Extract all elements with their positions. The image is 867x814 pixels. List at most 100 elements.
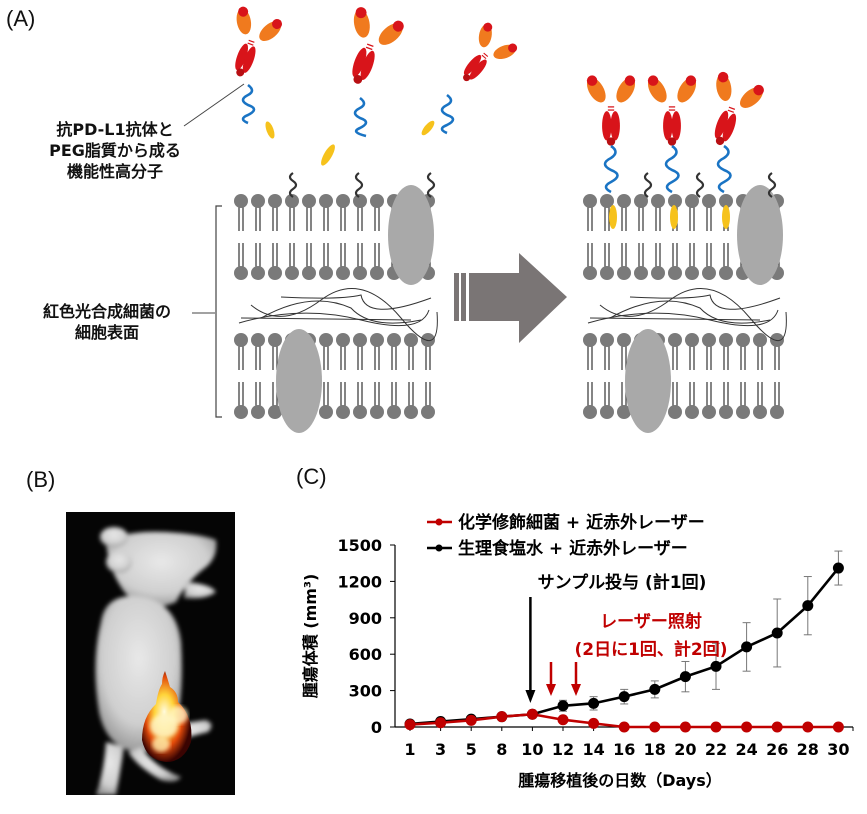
membrane-bracket bbox=[215, 205, 222, 418]
peptidoglycan-strand bbox=[629, 294, 781, 310]
lipid-head bbox=[583, 194, 597, 208]
lipid-head bbox=[370, 266, 384, 280]
lipid-head bbox=[302, 266, 316, 280]
lipid-head bbox=[234, 194, 248, 208]
x-tick-label: 10 bbox=[521, 740, 543, 759]
peg-chain bbox=[241, 83, 256, 125]
molecule-label-line: 抗PD-L1抗体と bbox=[56, 120, 174, 139]
lipid-head bbox=[285, 266, 299, 280]
injection-arrowhead bbox=[525, 690, 536, 703]
x-tick-label: 30 bbox=[827, 740, 849, 759]
data-point-series-1 bbox=[741, 641, 753, 653]
peptidoglycan-strand bbox=[280, 294, 432, 310]
lipid-head bbox=[251, 266, 265, 280]
lipid-head bbox=[600, 266, 614, 280]
surface-molecule bbox=[767, 172, 777, 198]
y-tick-label: 300 bbox=[349, 682, 382, 701]
lipid-head bbox=[668, 333, 682, 347]
peptidoglycan-strand bbox=[609, 300, 771, 324]
surface-molecule bbox=[695, 172, 705, 198]
x-tick-label: 14 bbox=[582, 740, 604, 759]
lipid-head bbox=[234, 333, 248, 347]
lipid-head bbox=[770, 405, 784, 419]
lipid-head bbox=[668, 194, 682, 208]
data-point-series-1 bbox=[771, 627, 783, 639]
data-point-series-1 bbox=[618, 691, 630, 703]
x-tick-label: 28 bbox=[797, 740, 819, 759]
lipid-head bbox=[353, 194, 367, 208]
lipid-head bbox=[583, 405, 597, 419]
lipid-head bbox=[719, 333, 733, 347]
lipid-head bbox=[234, 405, 248, 419]
surface-molecule bbox=[354, 172, 364, 198]
data-point-series-1 bbox=[526, 708, 538, 720]
lipid-head bbox=[702, 333, 716, 347]
mouse-image bbox=[95, 527, 217, 795]
lipid-head bbox=[651, 194, 665, 208]
data-point-series-1 bbox=[802, 600, 814, 612]
sample-injection-label: サンプル投与 (計1回) bbox=[538, 572, 707, 593]
data-point-series-0 bbox=[557, 714, 569, 726]
lipid-head bbox=[319, 266, 333, 280]
data-point-series-0 bbox=[404, 719, 416, 731]
lipid-head bbox=[651, 266, 665, 280]
x-tick-label: 5 bbox=[466, 740, 477, 759]
lipid-head bbox=[617, 333, 631, 347]
x-tick-label: 12 bbox=[552, 740, 574, 759]
antibody-icon bbox=[647, 75, 697, 146]
surface-molecule bbox=[643, 172, 653, 198]
lipid-head bbox=[268, 405, 282, 419]
y-tick-label: 600 bbox=[349, 645, 382, 664]
laser-label-title: レーザー照射 bbox=[600, 611, 702, 632]
data-point-series-1 bbox=[588, 697, 600, 709]
molecule-label: 抗PD-L1抗体と PEG脂質から成る 機能性高分子 bbox=[30, 119, 200, 182]
lipid-head bbox=[617, 405, 631, 419]
data-point-series-1 bbox=[649, 683, 661, 695]
data-point-series-0 bbox=[526, 708, 538, 720]
lipid-head bbox=[353, 266, 367, 280]
antibody-icon bbox=[586, 75, 636, 146]
lipid-head bbox=[319, 194, 333, 208]
membrane-right bbox=[583, 172, 787, 433]
lipid-head bbox=[319, 333, 333, 347]
lipid-head bbox=[702, 266, 716, 280]
y-tick-label: 1500 bbox=[337, 536, 382, 555]
lipid-head bbox=[251, 405, 265, 419]
molecule-label-line: 機能性高分子 bbox=[66, 162, 163, 181]
data-point-series-0 bbox=[649, 721, 661, 733]
antibody-icon bbox=[714, 71, 764, 146]
antibody-icon bbox=[463, 22, 518, 82]
lipid-tail bbox=[421, 120, 435, 136]
lipid-head bbox=[600, 333, 614, 347]
x-tick-label: 3 bbox=[435, 740, 446, 759]
lipid-head bbox=[668, 405, 682, 419]
x-tick-label: 26 bbox=[766, 740, 788, 759]
data-point-series-1 bbox=[465, 713, 477, 725]
data-point-series-1 bbox=[679, 671, 691, 683]
laser-arrowhead bbox=[546, 684, 556, 696]
lipid-head bbox=[336, 405, 350, 419]
lipid-head bbox=[702, 405, 716, 419]
data-point-series-0 bbox=[771, 721, 783, 733]
lipid-head bbox=[634, 194, 648, 208]
lipid-head bbox=[353, 333, 367, 347]
peg-chain bbox=[716, 144, 732, 194]
membrane-protein bbox=[276, 329, 322, 433]
lipid-head bbox=[719, 405, 733, 419]
y-tick-label: 900 bbox=[349, 609, 382, 628]
x-tick-label: 20 bbox=[674, 740, 696, 759]
lipid-head bbox=[668, 266, 682, 280]
lipid-tail bbox=[265, 121, 275, 139]
data-point-series-1 bbox=[435, 716, 447, 728]
lipid-tail bbox=[670, 205, 678, 229]
mouse-fluorescence-photo bbox=[66, 512, 235, 795]
lipid-head bbox=[336, 266, 350, 280]
legend-marker bbox=[435, 518, 443, 526]
lipid-head bbox=[387, 405, 401, 419]
lipid-head bbox=[251, 333, 265, 347]
membrane-label-line: 紅色光合成細菌の bbox=[42, 302, 171, 321]
peptidoglycan-strand bbox=[240, 317, 412, 321]
legend-marker bbox=[435, 544, 443, 552]
lipid-head bbox=[583, 266, 597, 280]
x-tick-label: 22 bbox=[705, 740, 727, 759]
